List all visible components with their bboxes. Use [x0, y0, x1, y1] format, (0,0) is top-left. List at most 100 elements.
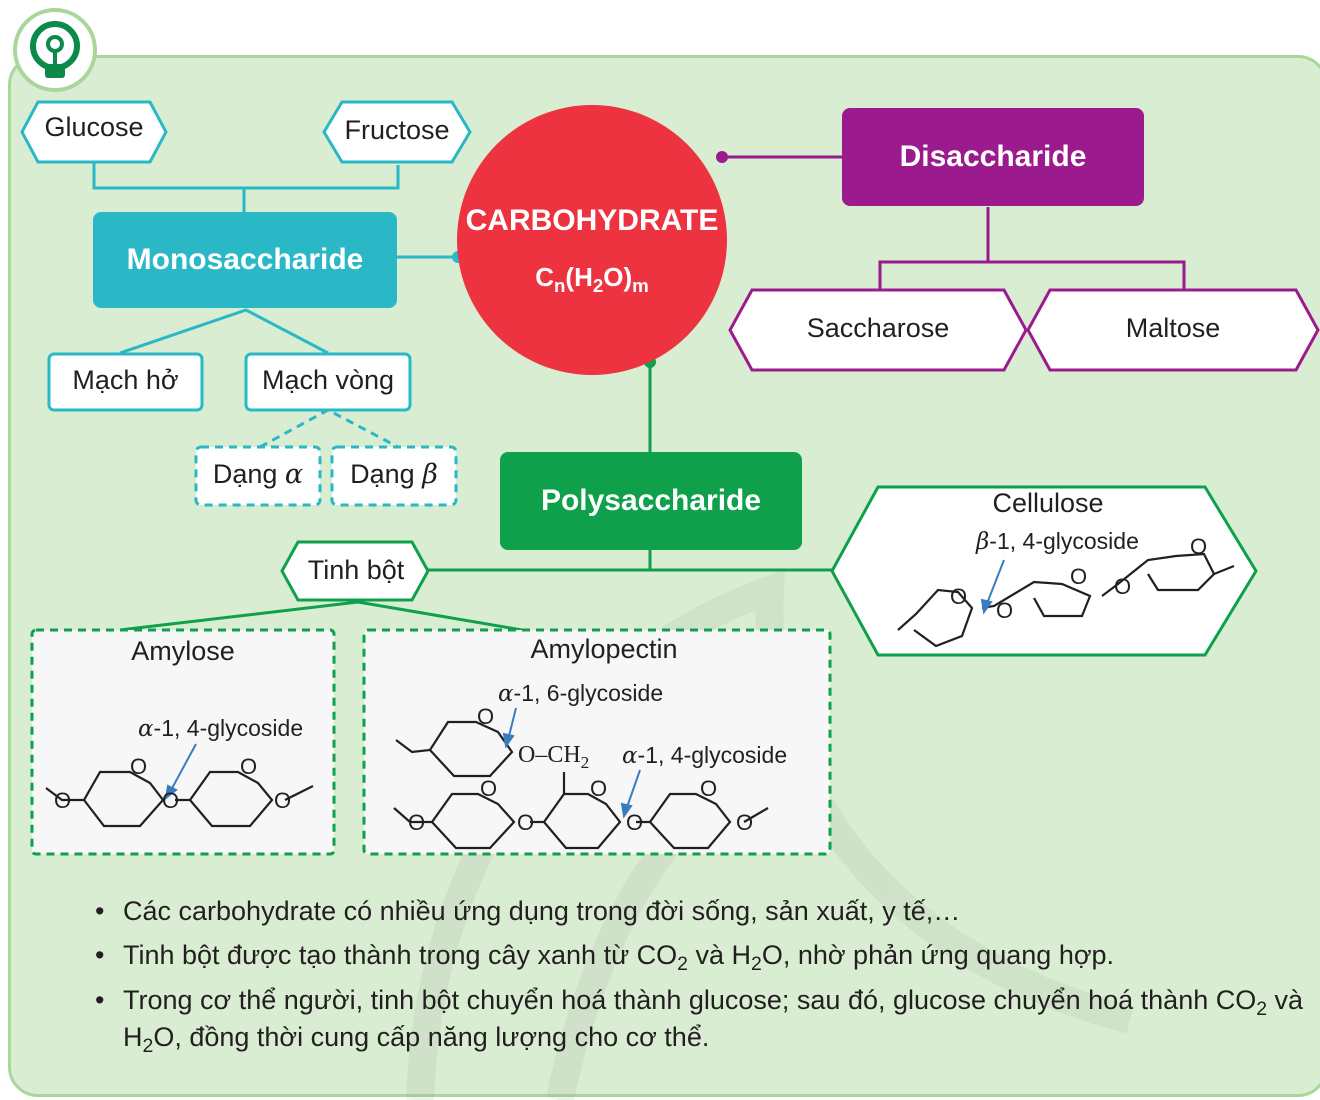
di-connector-dot — [716, 151, 728, 163]
ring-oxygen-label: O — [54, 788, 72, 813]
carbohydrate-title: CARBOHYDRATE — [465, 204, 719, 237]
ring-oxygen-label: O — [274, 788, 292, 813]
alpha-symbol: α — [284, 459, 304, 490]
ring-oxygen-label: O — [517, 810, 535, 835]
bullet-sub: 2 — [751, 953, 762, 976]
bullet-text: và H — [123, 984, 1304, 1052]
dang-beta-label: Dạng β — [332, 459, 456, 490]
saccharose-label: Saccharose — [806, 313, 950, 343]
bullet-text: O, nhờ phản ứng quang hợp. — [761, 940, 1115, 971]
ring-oxygen-label: O — [240, 754, 258, 779]
maltose-label: Maltose — [1125, 313, 1221, 343]
amylopectin-ch2-label: O–CH2 — [518, 742, 590, 772]
cellulose-box — [830, 485, 1258, 657]
amylose-title: Amylose — [131, 636, 235, 666]
ring-oxygen-label: O — [1190, 534, 1208, 559]
formula-open: (H — [565, 262, 593, 292]
formula-2: 2 — [592, 274, 604, 296]
ring-oxygen-label: O — [736, 810, 754, 835]
bullet-item: • Tinh bột được tạo thành trong cây xanh… — [95, 937, 1315, 976]
di-connectors — [722, 155, 1186, 290]
ring-oxygen-label: O — [477, 704, 495, 729]
bullet-sub: 2 — [142, 1034, 154, 1057]
amylose-box — [30, 628, 336, 856]
summary-bullets: • Các carbohydrate có nhiều ứng dụng tro… — [95, 893, 1315, 1063]
ring-oxygen-label: O — [480, 776, 498, 801]
mach-ho-box — [47, 352, 204, 412]
ch2-text: O–CH — [518, 742, 581, 768]
bullet-text: và H — [687, 940, 751, 971]
dang-beta-box — [330, 445, 458, 507]
fructose-box — [322, 100, 472, 164]
dang-alpha-label: Dạng α — [196, 459, 320, 490]
ring-oxygen-label: O — [1070, 564, 1088, 589]
bullet-text: Trong cơ thể người, tinh bột chuyển hoá … — [123, 984, 1257, 1015]
ring-oxygen-label: O — [700, 776, 718, 801]
amylose-bond-text: -1, 4-glycoside — [153, 715, 304, 741]
carbohydrate-circle — [457, 105, 727, 375]
amylopectin-title: Amylopectin — [530, 634, 678, 664]
ring-oxygen-label: O — [162, 788, 180, 813]
bullet-text: Các carbohydrate có nhiều ứng dụng trong… — [123, 896, 961, 926]
mach-vong-box — [244, 352, 412, 412]
ring-oxygen-label: O — [996, 598, 1014, 623]
cellulose-title: Cellulose — [992, 488, 1104, 518]
glucose-box — [20, 100, 168, 164]
amylopectin-structure — [393, 720, 769, 850]
ch2-sub: 2 — [580, 752, 590, 772]
bullet-item: • Trong cơ thể người, tinh bột chuyển ho… — [95, 982, 1315, 1057]
beta-symbol: β — [422, 459, 438, 490]
monosaccharide-label: Monosaccharide — [126, 243, 364, 276]
polysaccharide-box: Polysaccharide — [500, 452, 802, 550]
amylopectin-bond1-symbol: α — [498, 681, 514, 707]
glucose-label: Glucose — [44, 112, 144, 142]
disaccharide-label: Disaccharide — [899, 140, 1087, 173]
tinh-bot-label: Tinh bột — [307, 555, 405, 585]
maltose-box — [1026, 288, 1320, 372]
cellulose-bond-label: β-1, 4-glycoside — [976, 528, 1139, 555]
lightbulb-icon — [13, 8, 97, 92]
dang-alpha-box — [194, 445, 322, 507]
monosaccharide-box: Monosaccharide — [93, 212, 397, 308]
amylose-bond-symbol: α — [138, 716, 154, 742]
ring-oxygen-label: O — [626, 810, 644, 835]
amylopectin-bond2-label: α-1, 4-glycoside — [622, 742, 787, 769]
dang-alpha-prefix: Dạng — [212, 459, 285, 489]
bullet-dot: • — [95, 896, 105, 926]
polysaccharide-label: Polysaccharide — [540, 484, 762, 517]
amylose-structure — [45, 770, 314, 828]
cellulose-structure — [897, 552, 1235, 648]
formula-c: C — [535, 262, 554, 292]
saccharose-box — [728, 288, 1028, 372]
formula-m: m — [632, 274, 649, 296]
bullet-sub: 2 — [1256, 997, 1268, 1020]
ring-oxygen-label: O — [408, 810, 426, 835]
carbohydrate-formula: Cn(H2O)m — [452, 262, 732, 296]
amylopectin-box — [362, 628, 832, 856]
amylose-bond-label: α-1, 4-glycoside — [138, 715, 303, 742]
disaccharide-box: Disaccharide — [842, 108, 1144, 206]
bullet-dot: • — [95, 940, 105, 971]
formula-o: O) — [603, 262, 633, 292]
bullet-sub: 2 — [677, 953, 688, 976]
ring-oxygen-label: O — [590, 776, 608, 801]
bullet-text: O, đồng thời cung cấp năng lượng cho cơ … — [153, 1021, 710, 1052]
ring-oxygen-label: O — [950, 584, 968, 609]
dang-beta-prefix: Dạng — [350, 459, 423, 489]
amylopectin-bond2-symbol: α — [622, 743, 638, 769]
amylopectin-bond1-text: -1, 6-glycoside — [513, 680, 664, 706]
bond-arrows — [164, 559, 1005, 819]
ring-oxygen-label: O — [1114, 574, 1132, 599]
amylopectin-bond2-text: -1, 4-glycoside — [637, 742, 788, 768]
formula-n: n — [553, 274, 566, 296]
poly-connectors — [119, 362, 832, 632]
bullet-text: Tinh bột được tạo thành trong cây xanh t… — [123, 940, 678, 971]
amylopectin-bond1-label: α-1, 6-glycoside — [498, 680, 663, 707]
tinh-bot-box — [280, 540, 430, 602]
mach-vong-label: Mạch vòng — [261, 365, 395, 395]
ring-oxygen-label: O — [130, 754, 148, 779]
fructose-label: Fructose — [344, 115, 450, 145]
bullet-dot: • — [95, 984, 105, 1015]
mach-ho-label: Mạch hở — [72, 365, 179, 395]
